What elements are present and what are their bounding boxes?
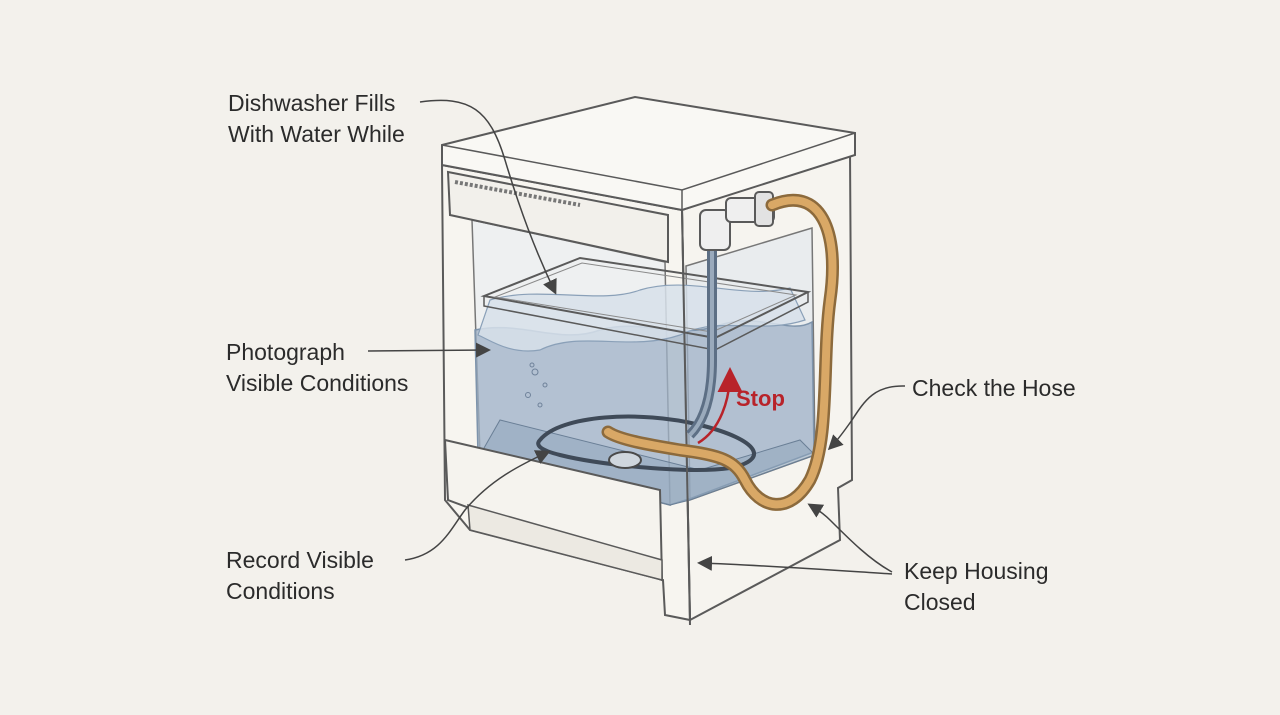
label-photo-line2: Visible Conditions bbox=[226, 370, 409, 396]
leader-housing-1 bbox=[807, 503, 893, 573]
leader-housing-2 bbox=[697, 555, 893, 575]
label-hose-line1: Check the Hose bbox=[912, 375, 1076, 401]
leader-photograph bbox=[367, 342, 491, 358]
label-dishwasher-fills: Dishwasher Fills With Water While bbox=[228, 88, 405, 150]
leader-hose bbox=[827, 385, 906, 451]
label-fills-line1: Dishwasher Fills bbox=[228, 90, 396, 116]
label-keep-housing: Keep Housing Closed bbox=[904, 556, 1049, 618]
control-panel bbox=[446, 170, 669, 264]
label-record-line2: Conditions bbox=[226, 578, 335, 604]
countertop bbox=[441, 95, 856, 212]
label-record: Record Visible Conditions bbox=[226, 545, 374, 607]
water-bubbles bbox=[525, 362, 548, 408]
label-photo-line1: Photograph bbox=[226, 339, 345, 365]
leader-record bbox=[404, 450, 551, 561]
leader-fills bbox=[419, 99, 557, 295]
label-check-hose: Check the Hose bbox=[912, 373, 1076, 404]
toe-kick bbox=[467, 503, 663, 581]
stop-label: Stop bbox=[736, 386, 785, 411]
label-photograph: Photograph Visible Conditions bbox=[226, 337, 408, 399]
drain-filter bbox=[608, 451, 642, 469]
label-record-line1: Record Visible bbox=[226, 547, 374, 573]
pipe-fitting bbox=[699, 209, 731, 251]
label-housing-line1: Keep Housing bbox=[904, 558, 1049, 584]
stop-arrow bbox=[697, 367, 743, 445]
tub-floor bbox=[479, 419, 816, 506]
label-fills-line2: With Water While bbox=[228, 121, 405, 147]
label-housing-line2: Closed bbox=[904, 589, 976, 615]
